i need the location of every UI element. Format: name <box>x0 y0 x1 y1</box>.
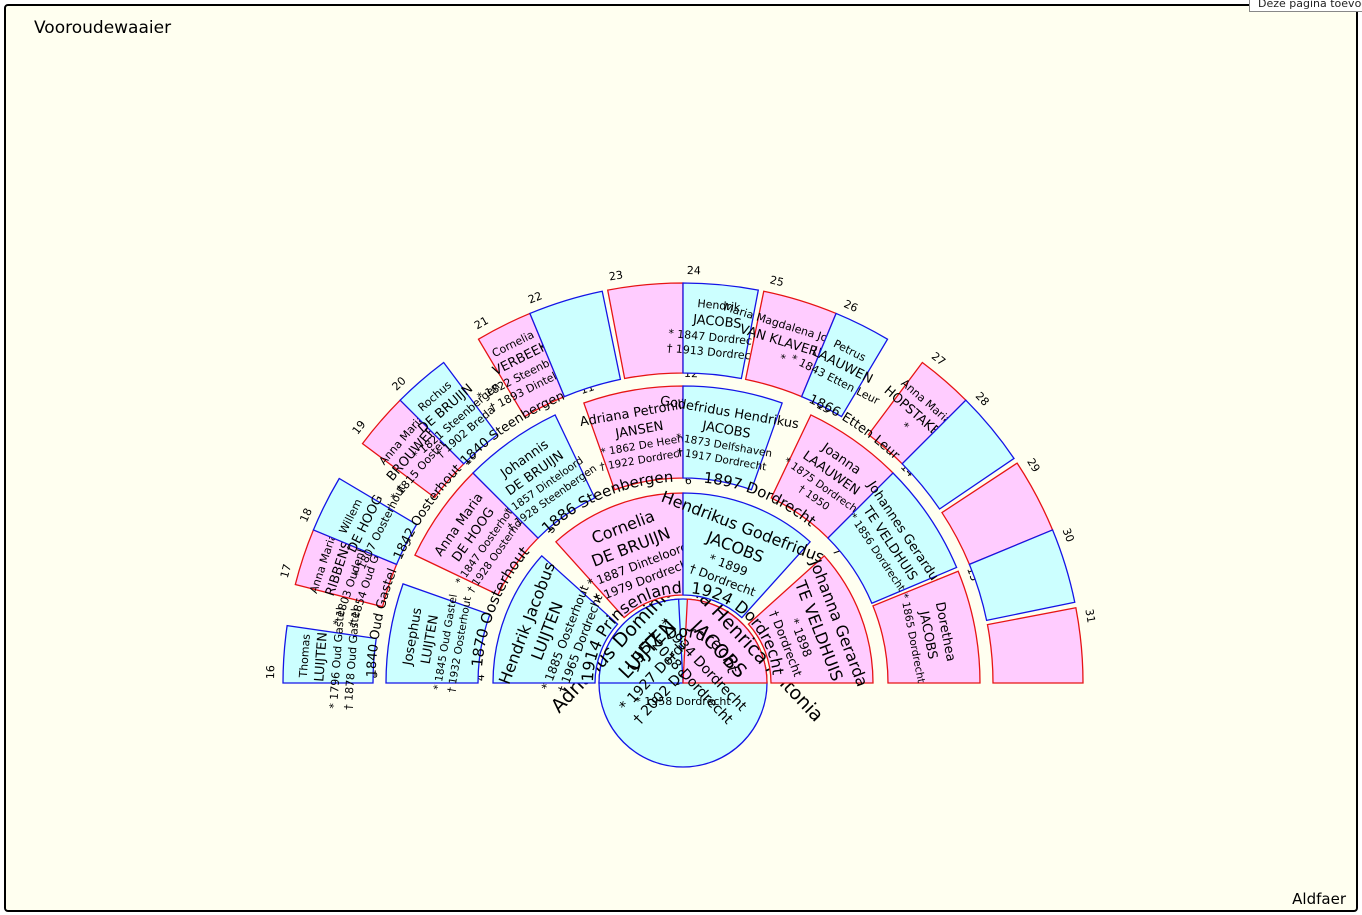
person-6-box[interactable] <box>682 492 812 619</box>
person-28-box[interactable] <box>901 399 1015 510</box>
person-14-box[interactable] <box>827 472 958 605</box>
person-22[interactable]: 22 <box>526 289 622 398</box>
person-30-box[interactable] <box>968 529 1076 622</box>
person-23-number: 23 <box>608 268 624 283</box>
page-title: Vooroudewaaier <box>34 18 172 38</box>
person-30-number: 30 <box>1060 526 1077 544</box>
person-4-number: 4 <box>474 674 487 681</box>
person-26-number: 26 <box>842 297 860 315</box>
person-27-number: 27 <box>929 350 948 369</box>
person-18-box[interactable] <box>312 477 418 566</box>
person-20-number: 20 <box>390 374 409 393</box>
person-22-number: 22 <box>526 289 544 306</box>
person-31-box[interactable] <box>986 606 1084 684</box>
person-13[interactable]: 13JoannaLAAUWEN* 1875 Dordrecht† 1950 <box>770 398 894 539</box>
root-birth: * 1958 Dordrecht <box>635 695 731 708</box>
person-16-number: 16 <box>264 665 277 679</box>
credit-label: Aldfaer <box>1292 890 1346 908</box>
person-20-box[interactable] <box>399 361 499 465</box>
person-15-box[interactable] <box>872 570 981 684</box>
person-24-surname: JACOBS <box>691 312 742 332</box>
person-30[interactable]: 30 <box>968 526 1077 622</box>
person-4-box[interactable] <box>492 554 619 684</box>
person-31-number: 31 <box>1082 608 1097 624</box>
person-21-number: 21 <box>472 314 491 332</box>
person-16-box[interactable] <box>282 624 377 684</box>
person-16-surname: LUIJTEN <box>312 632 331 683</box>
person-25-number: 25 <box>769 273 786 289</box>
person-6-number: 6 <box>685 474 692 487</box>
person-22-box[interactable] <box>529 290 622 398</box>
person-25-birth: * <box>778 352 788 366</box>
person-31[interactable]: 31 <box>986 606 1098 684</box>
person-18-number: 18 <box>297 506 315 524</box>
person-28-number: 28 <box>973 390 992 409</box>
person-23[interactable]: 23 <box>606 268 684 380</box>
person-3-box[interactable] <box>682 598 768 684</box>
person-26-box[interactable] <box>800 312 889 418</box>
person-24-number: 24 <box>687 264 701 277</box>
person-29-number: 29 <box>1024 456 1042 475</box>
person-2-box[interactable] <box>598 598 684 684</box>
person-10-box[interactable] <box>472 414 596 539</box>
person-16-given-name: Thomas <box>297 633 313 679</box>
person-12-box[interactable] <box>682 385 783 491</box>
person-7-box[interactable] <box>747 554 874 684</box>
person-19-number: 19 <box>350 418 369 437</box>
add-page-button[interactable]: Deze pagina toevoegen <box>1249 0 1362 12</box>
person-8[interactable]: 8JosephusLUIJTEN* 1845 Oud Gastel† 1932 … <box>367 583 491 694</box>
person-17-number: 17 <box>278 563 294 580</box>
person-24-given-name: Hendrik <box>697 297 742 314</box>
person-24-box[interactable] <box>682 282 760 380</box>
person-8-box[interactable] <box>385 583 491 684</box>
